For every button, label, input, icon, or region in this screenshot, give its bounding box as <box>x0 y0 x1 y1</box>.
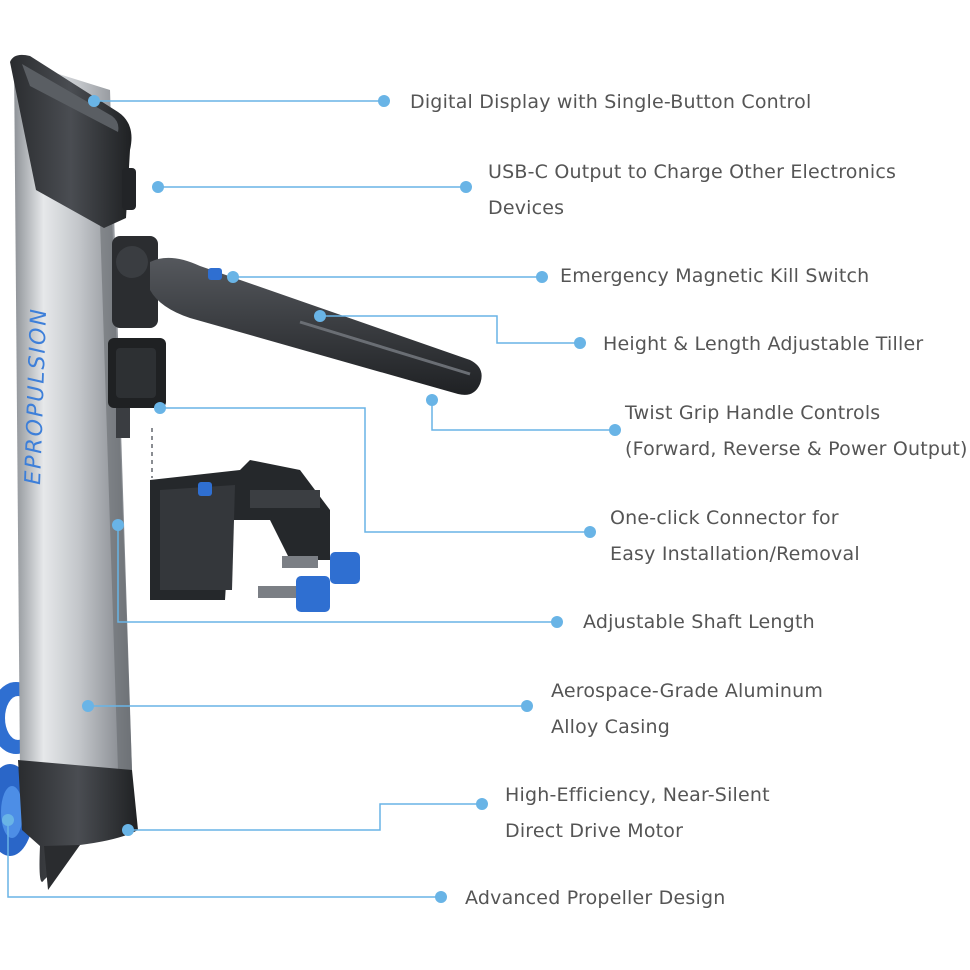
connector-block <box>108 338 166 438</box>
callout-killswitch: Emergency Magnetic Kill Switch <box>560 258 869 294</box>
callout-tiller: Height & Length Adjustable Tiller <box>603 326 923 362</box>
callout-line: High-Efficiency, Near-Silent <box>505 777 770 813</box>
callout-line: Advanced Propeller Design <box>465 880 725 916</box>
callout-line: Easy Installation/Removal <box>610 536 860 572</box>
callout-line: Height & Length Adjustable Tiller <box>603 326 923 362</box>
callout-line: Digital Display with Single-Button Contr… <box>410 84 811 120</box>
callout-motor: High-Efficiency, Near-Silent Direct Driv… <box>505 777 770 849</box>
callout-twistgrip: Twist Grip Handle Controls (Forward, Rev… <box>625 395 968 467</box>
callout-line: USB-C Output to Charge Other Electronics <box>488 154 896 190</box>
clamp-bracket <box>150 460 360 612</box>
callout-line: Devices <box>488 190 896 226</box>
callout-connector: One-click Connector for Easy Installatio… <box>610 500 860 572</box>
callout-shaft: Adjustable Shaft Length <box>583 604 815 640</box>
callout-line: Twist Grip Handle Controls <box>625 395 968 431</box>
motor-housing <box>18 760 138 890</box>
callout-line: Adjustable Shaft Length <box>583 604 815 640</box>
callout-line: Emergency Magnetic Kill Switch <box>560 258 869 294</box>
callout-line: (Forward, Reverse & Power Output) <box>625 431 968 467</box>
callout-line: One-click Connector for <box>610 500 860 536</box>
callout-usbc: USB-C Output to Charge Other Electronics… <box>488 154 896 226</box>
callout-line: Aerospace-Grade Aluminum <box>551 673 823 709</box>
callout-display: Digital Display with Single-Button Contr… <box>410 84 811 120</box>
callout-line: Direct Drive Motor <box>505 813 770 849</box>
callout-line: Alloy Casing <box>551 709 823 745</box>
callout-casing: Aerospace-Grade Aluminum Alloy Casing <box>551 673 823 745</box>
callout-propeller: Advanced Propeller Design <box>465 880 725 916</box>
